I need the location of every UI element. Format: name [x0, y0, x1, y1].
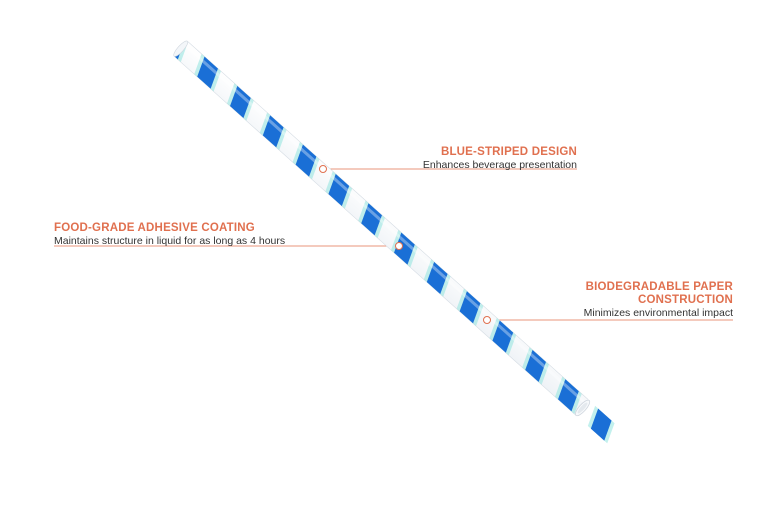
straw-stripes	[173, 40, 615, 444]
callout-description: Minimizes environmental impact	[583, 307, 733, 320]
callout-title: BLUE-STRIPED DESIGN	[440, 146, 577, 158]
callout-blue-striped-design: BLUE-STRIPED DESIGN Enhances beverage pr…	[380, 146, 577, 171]
callout-description: Maintains structure in liquid for as lon…	[54, 235, 286, 248]
stripe	[459, 291, 481, 324]
callout-title: BIODEGRADABLE PAPER CONSTRUCTION	[585, 281, 733, 307]
anchor-dots	[319, 165, 491, 324]
anchor-dot-construction	[483, 316, 491, 324]
stripe	[328, 173, 350, 207]
callout-title: FOOD-GRADE ADHESIVE COATING	[54, 222, 255, 234]
stripe	[492, 320, 514, 353]
stripe	[426, 261, 448, 295]
stripe	[229, 85, 251, 119]
callout-biodegradable-paper: BIODEGRADABLE PAPER CONSTRUCTION Minimiz…	[540, 281, 733, 320]
leader-lines	[54, 168, 733, 321]
straw-end-top	[173, 40, 189, 57]
stripe	[295, 144, 317, 177]
stripe	[525, 349, 546, 383]
stripe	[590, 408, 612, 441]
stripe	[393, 232, 415, 265]
anchor-dot-adhesive	[395, 242, 403, 250]
stripe	[558, 379, 579, 412]
callout-food-grade-adhesive: FOOD-GRADE ADHESIVE COATING Maintains st…	[54, 222, 314, 247]
straw-highlight	[182, 42, 588, 405]
anchor-dot-design	[319, 165, 327, 173]
straw-end-hole	[577, 402, 588, 414]
callout-description: Enhances beverage presentation	[422, 159, 577, 172]
stripe	[262, 115, 284, 148]
stripe	[197, 56, 218, 89]
stripe	[361, 203, 382, 236]
